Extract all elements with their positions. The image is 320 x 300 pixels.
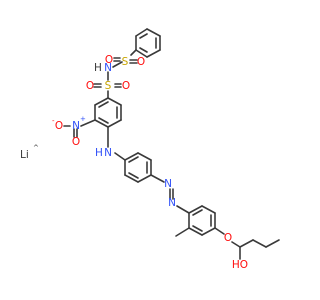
atom-azo-nitrogen-1: N — [164, 178, 172, 190]
methylphenyl-ring — [188, 205, 216, 236]
structure-diagram: S O O N H S O O N + O - O N H N N O HO L… — [20, 28, 280, 271]
atom-hydroxyl: HO — [232, 259, 248, 271]
atom-sulfur-lower: S — [105, 80, 112, 92]
atom-nitro-oxygen-double: O — [72, 136, 80, 148]
atom-labels: S O O N H S O O N + O - O N H N N O HO — [52, 54, 248, 271]
atom-oxygen-top-right: O — [137, 56, 145, 68]
molecule-canvas: S O O N H S O O N + O - O N H N N O HO L… — [20, 28, 280, 271]
nitro-nitrogen-charge: + — [80, 115, 86, 123]
atom-azo-nitrogen-2: N — [168, 197, 176, 209]
lithium-counter-ion: Li ^ — [20, 144, 39, 161]
atom-amine-nitrogen: N — [104, 147, 112, 159]
atom-oxygen-lower-right: O — [122, 80, 130, 92]
phenyl-ring-top — [135, 28, 161, 58]
atom-nitro-oxygen-minus: O — [55, 120, 63, 132]
nitro-oxygen-charge: - — [52, 117, 55, 125]
atom-nitro-nitrogen: N — [72, 120, 80, 132]
atom-amine-hydrogen: H — [95, 147, 103, 159]
atom-sulfonamide-hydrogen: H — [94, 62, 102, 74]
atom-oxygen-top-left: O — [105, 54, 113, 66]
bond-lines — [63, 28, 280, 260]
atom-sulfur-top: S — [122, 56, 129, 68]
nitrophenyl-ring — [94, 97, 122, 128]
lithium-radical-mark: ^ — [33, 144, 39, 152]
atom-oxygen-lower-left: O — [86, 80, 94, 92]
atom-sulfonamide-nitrogen: N — [104, 62, 112, 74]
phenylene-ring — [124, 152, 152, 183]
atom-ether-oxygen: O — [224, 232, 232, 244]
lithium-symbol: Li — [20, 149, 29, 161]
